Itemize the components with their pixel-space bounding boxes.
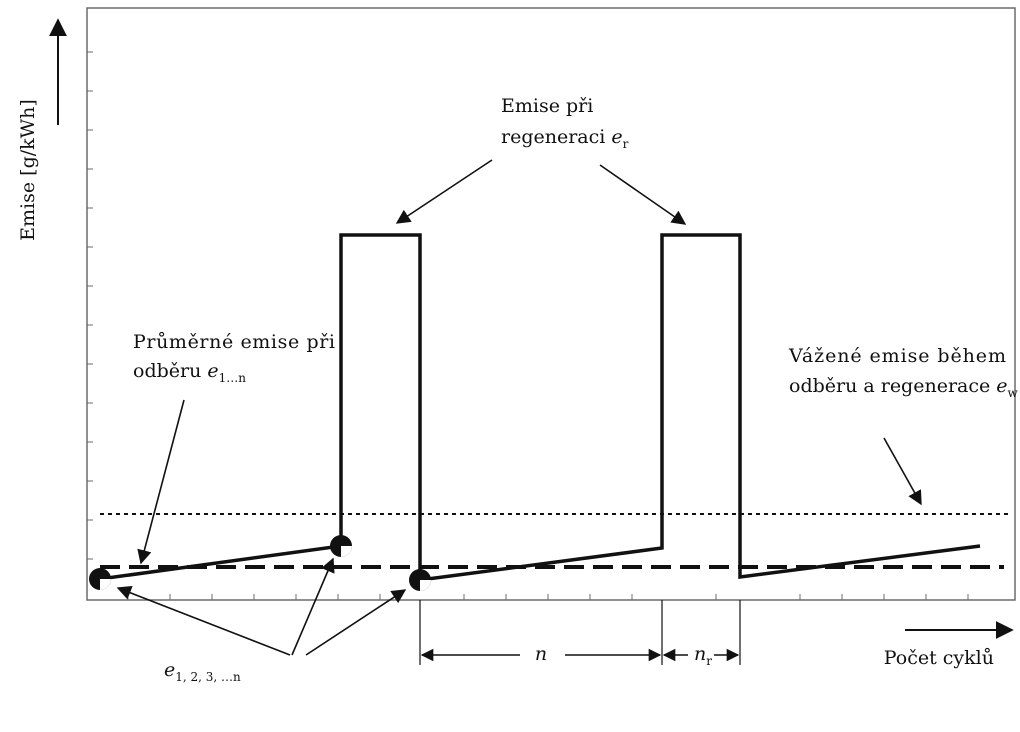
avg-arrow xyxy=(137,399,185,565)
avg-label-line1: Průměrné emise při xyxy=(133,331,335,353)
emission-point-2 xyxy=(330,535,352,557)
weighted-label-text: odběru a regenerace xyxy=(789,375,990,397)
y-axis-ticks xyxy=(87,51,93,560)
plot-frame xyxy=(86,7,1016,601)
weighted-arrow xyxy=(883,437,922,506)
emission-point-3 xyxy=(409,569,431,591)
emission-profile-line xyxy=(99,233,981,582)
interval-nr-symbol: n xyxy=(694,643,706,665)
interval-guides xyxy=(419,600,741,665)
avg-label-line2: odběru e1…n xyxy=(133,360,246,385)
emission-point-1 xyxy=(89,568,111,590)
points-arrow-3 xyxy=(305,589,407,656)
points-arrow-2 xyxy=(291,557,335,656)
y-axis-label: Emise [g/kWh] xyxy=(17,99,39,241)
avg-label-text: odběru xyxy=(133,360,201,382)
regen-label-symbol: e xyxy=(611,126,622,148)
emission-point-markers xyxy=(89,535,431,591)
regen-label-line1: Emise při xyxy=(501,95,593,117)
regen-label-subscript: r xyxy=(623,137,629,151)
regen-label-line2: regeneraci er xyxy=(501,126,629,151)
weighted-label-symbol: e xyxy=(996,375,1007,397)
weighted-label-line1: Vážené emise během xyxy=(788,345,1006,367)
weighted-label-line2: odběru a regenerace ew xyxy=(789,375,1019,400)
x-axis-label: Počet cyklů xyxy=(884,647,994,669)
interval-nr-subscript: r xyxy=(706,654,712,668)
x-axis-ticks xyxy=(127,594,969,600)
regen-label-text: regeneraci xyxy=(501,126,605,148)
avg-label-subscript: 1…n xyxy=(219,371,247,385)
interval-nr-label: nr xyxy=(694,643,712,668)
avg-label-symbol: e xyxy=(207,360,218,382)
points-label: e1, 2, 3, …n xyxy=(164,659,241,684)
points-label-symbol: e xyxy=(164,659,175,681)
regen-arrow-left xyxy=(395,159,493,224)
interval-n-label: n xyxy=(535,643,547,665)
points-label-subscript: 1, 2, 3, …n xyxy=(175,670,241,684)
regen-arrow-right xyxy=(599,164,687,225)
weighted-label-subscript: w xyxy=(1008,386,1019,400)
points-arrow-1 xyxy=(116,585,291,656)
